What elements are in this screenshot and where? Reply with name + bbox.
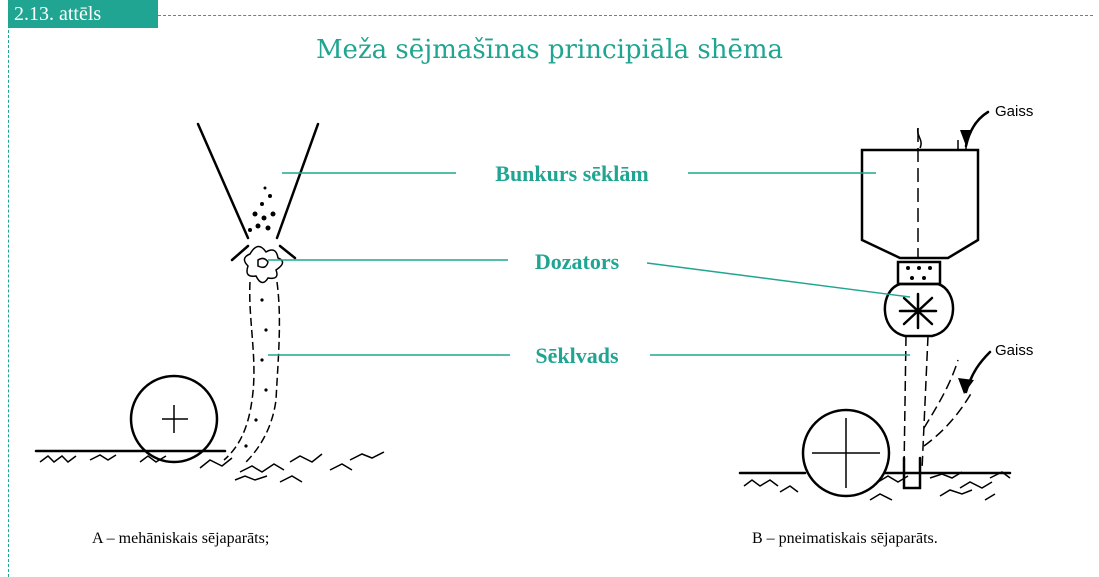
- dispenser-rotor-a: [230, 244, 297, 284]
- frame-left-border: [8, 15, 9, 577]
- hopper-seeds-a: [248, 186, 276, 232]
- seed-tube-label: Sēklvads: [535, 343, 619, 368]
- mechanical-seeder-drawing: [34, 122, 385, 483]
- dispenser-rotor-b: [883, 282, 955, 338]
- seed-tube-a: [223, 281, 281, 463]
- seed-tube-b: [902, 335, 929, 490]
- ground-b: [738, 471, 1012, 501]
- figure-number-tab: 2.13. attēls: [8, 0, 158, 28]
- press-wheel-a: [129, 374, 219, 464]
- hopper-right-wall-a: [275, 122, 320, 240]
- hopper-label: Bunkurs sēklām: [495, 161, 648, 186]
- hopper-left-wall-a: [196, 122, 250, 240]
- dispenser-leader-right: [646, 262, 911, 298]
- hopper-box-b: [860, 148, 980, 260]
- caption-b: B – pneimatiskais sējaparāts.: [752, 530, 938, 547]
- air-arrow-top: [957, 110, 990, 150]
- pneumatic-seeder-drawing: [738, 110, 1012, 501]
- dispenser-block-b: [896, 260, 942, 286]
- air-label-top: Gaiss: [995, 103, 1033, 120]
- dispenser-label: Dozators: [535, 249, 620, 274]
- caption-a: A – mehāniskais sējaparāts;: [92, 530, 269, 547]
- frame-top-border: [158, 15, 1093, 16]
- ground-a: [34, 449, 385, 483]
- air-label-side: Gaiss: [995, 342, 1033, 359]
- air-pipe-side: [923, 350, 992, 447]
- figure-title: Meža sējmašīnas principiāla shēma: [315, 35, 784, 65]
- press-wheel-b: [801, 408, 891, 498]
